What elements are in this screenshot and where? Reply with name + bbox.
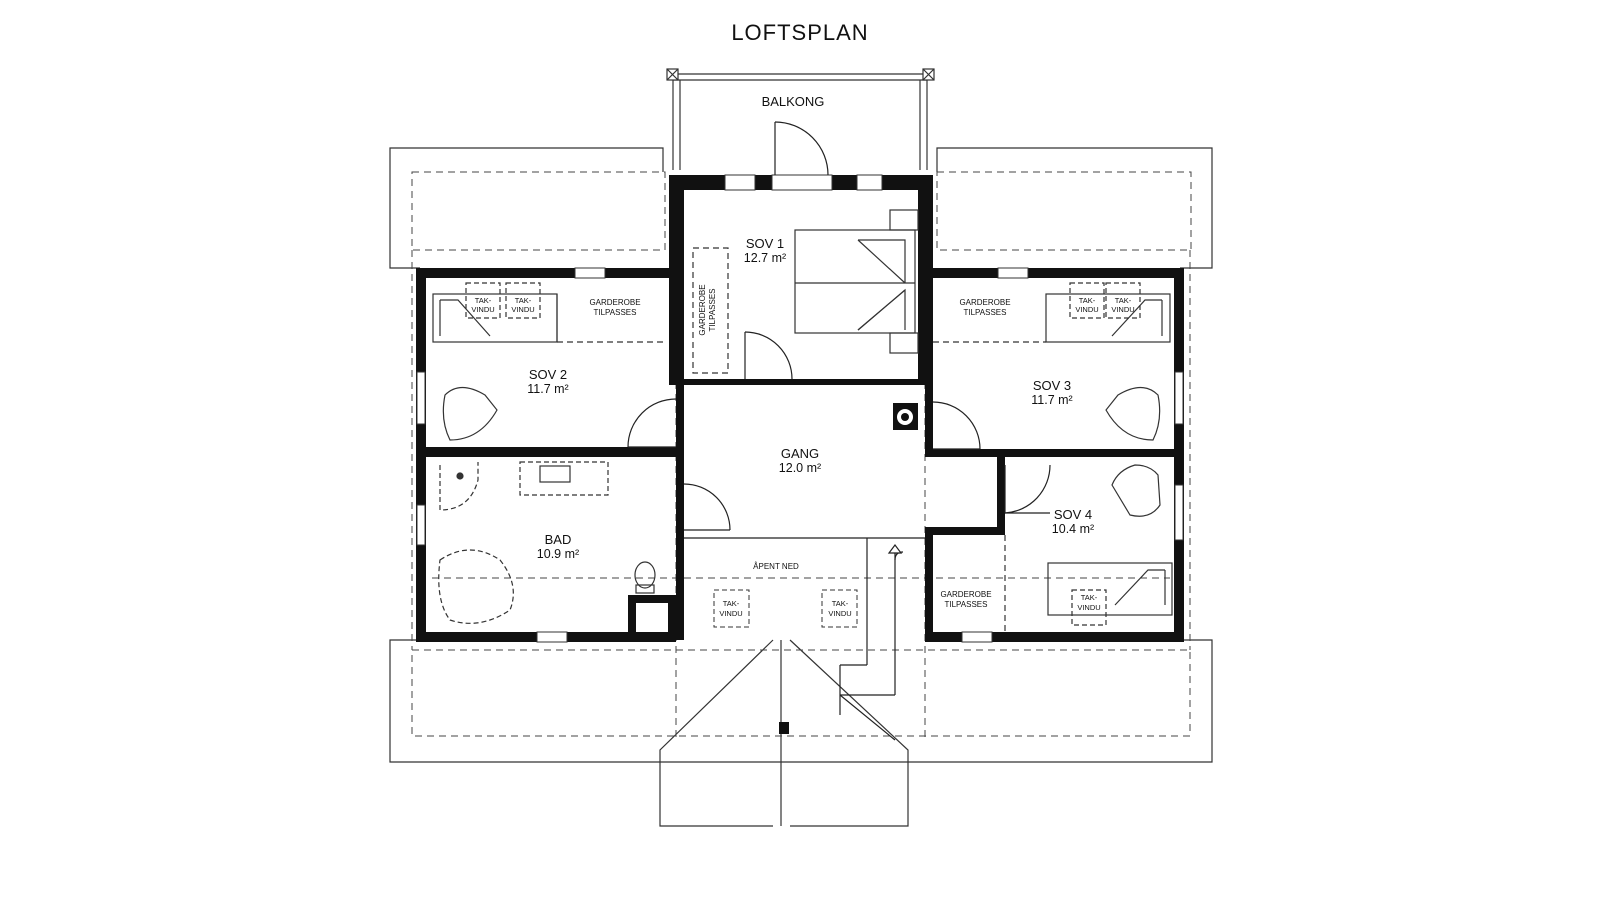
sov3-skylight-2-tak: TAK- (1115, 296, 1132, 305)
bad-name: BAD (545, 532, 572, 547)
gang-skylight-2-vindu: VINDU (828, 609, 851, 618)
sov2-wardrobe-garderobe: GARDEROBE (589, 298, 640, 307)
gang-name: GANG (781, 446, 819, 461)
gang-skylight-2-tak: TAK- (832, 599, 849, 608)
sov2-name: SOV 2 (529, 367, 567, 382)
walls (416, 175, 1184, 642)
balcony-label: BALKONG (762, 94, 825, 109)
bath-furniture (438, 461, 656, 624)
sov2-furniture (432, 282, 665, 441)
sov4-wardrobe-tilpasses: TILPASSES (945, 600, 988, 609)
gang-skylights (713, 589, 858, 628)
sov3-skylight-2-vindu: VINDU (1111, 305, 1134, 314)
sov3-name: SOV 3 (1033, 378, 1071, 393)
shaft-void (636, 603, 668, 632)
sov4-furniture (1004, 464, 1173, 632)
sov3-wardrobe-garderobe: GARDEROBE (959, 298, 1010, 307)
gang-skylight-1-tak: TAK- (723, 599, 740, 608)
sov2-skylight-1-tak: TAK- (475, 296, 492, 305)
sov2-area: 11.7 m² (527, 382, 568, 396)
windows (416, 174, 1184, 643)
open-below-label: ÅPENT NED (753, 562, 799, 571)
post (779, 722, 789, 734)
sov2-skylight-2-vindu: VINDU (511, 305, 534, 314)
sov3-skylight-1-tak: TAK- (1079, 296, 1096, 305)
stair (684, 537, 925, 741)
sov3-skylight-1-vindu: VINDU (1075, 305, 1098, 314)
sov4-name: SOV 4 (1054, 507, 1092, 522)
sov2-skylight-2-tak: TAK- (515, 296, 532, 305)
dashed-eave-lines (411, 171, 1192, 740)
sov1-furniture (692, 209, 919, 374)
sov1-area: 12.7 m² (744, 251, 786, 265)
gang-area: 12.0 m² (779, 461, 821, 475)
sov3-area: 11.7 m² (1031, 393, 1072, 407)
sov3-wardrobe-tilpasses: TILPASSES (964, 308, 1007, 317)
balcony (666, 68, 935, 170)
stove-icon (893, 403, 918, 430)
sov1-wardrobe-label: GARDEROBE TILPASSES (698, 284, 717, 335)
svg-text:TILPASSES: TILPASSES (708, 289, 717, 332)
sov2-skylight-1-vindu: VINDU (471, 305, 494, 314)
sov4-skylight-vindu: VINDU (1077, 603, 1100, 612)
svg-text:GARDEROBE: GARDEROBE (698, 284, 707, 335)
sov4-area: 10.4 m² (1052, 522, 1094, 536)
gang-skylight-1-vindu: VINDU (719, 609, 742, 618)
doors (627, 121, 1051, 531)
sov4-skylight-tak: TAK- (1081, 593, 1098, 602)
sov4-wardrobe-garderobe: GARDEROBE (940, 590, 991, 599)
plan-title: LOFTSPLAN (731, 20, 868, 45)
sov2-wardrobe-tilpasses: TILPASSES (594, 308, 637, 317)
bad-area: 10.9 m² (537, 547, 579, 561)
sov3-furniture (933, 282, 1171, 441)
sov1-name: SOV 1 (746, 236, 784, 251)
